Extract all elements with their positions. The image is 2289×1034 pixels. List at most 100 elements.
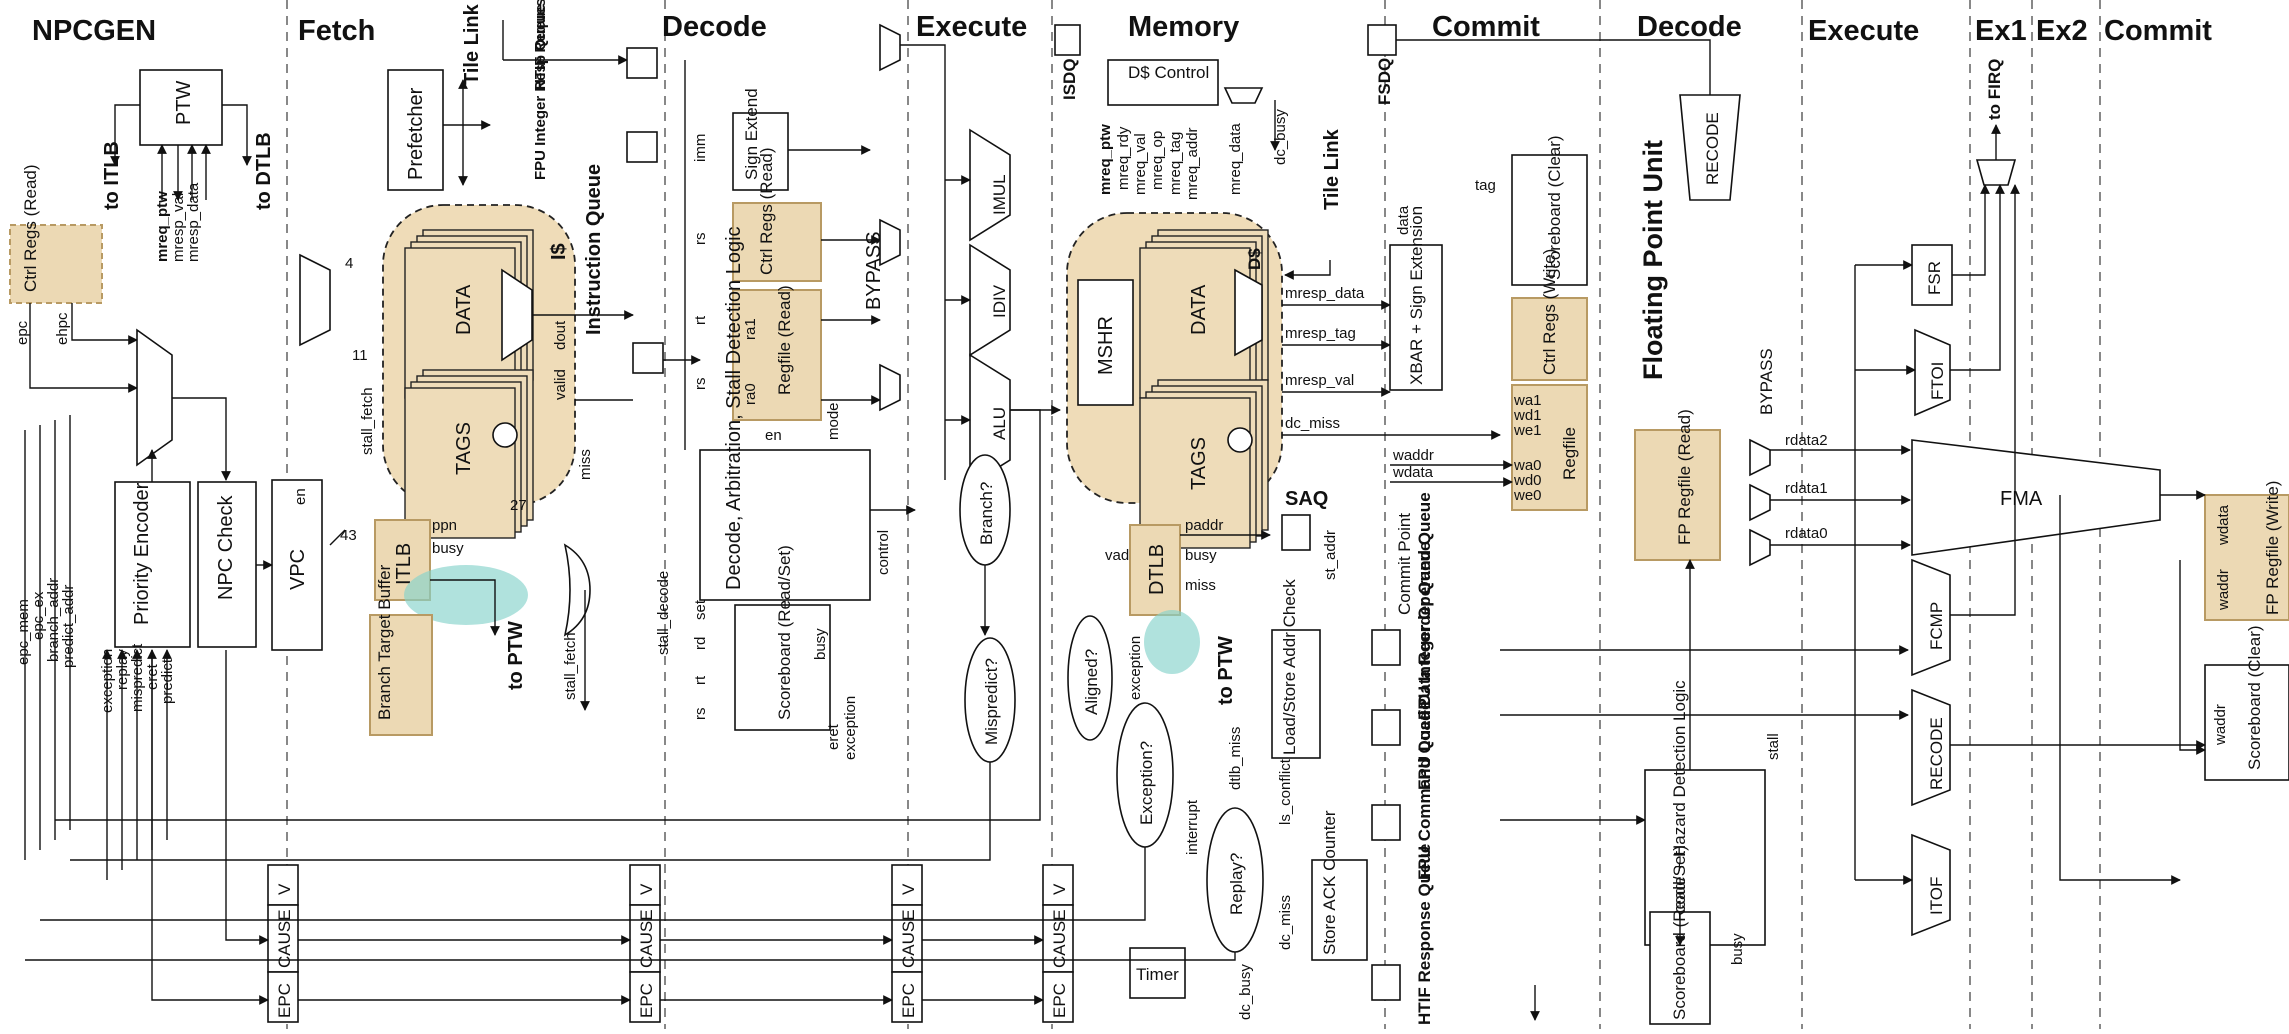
dcache-control-label: D$ Control <box>1128 63 1209 82</box>
set-label: set <box>692 599 709 620</box>
mresp-data-label: mresp_data <box>185 182 202 262</box>
dtlb-label: DTLB <box>1146 544 1168 595</box>
mispredict-q-label: Mispredict? <box>982 658 1001 745</box>
to-ptw-mem-label: to PTW <box>1215 636 1237 705</box>
stall-fetch-label: stall_fetch <box>359 387 376 455</box>
htif-response-box <box>1372 965 1400 1000</box>
fcmp-label: FCMP <box>1927 602 1946 650</box>
v-label-3: V <box>899 883 918 895</box>
store-ack-label: Store ACK Counter <box>1320 810 1339 955</box>
v-label-4: V <box>1050 883 1069 895</box>
fpu-int-operand-box <box>1372 630 1400 665</box>
mreq-ptw-label: mreq_ptw <box>154 191 171 262</box>
fp-regfile-write-label: FP Regfile (Write) <box>2263 481 2282 615</box>
fp-scoreboard-waddr-label: waddr <box>2212 704 2229 746</box>
waddr-label: waddr <box>1392 447 1434 464</box>
rs-label-3: rs <box>692 708 709 721</box>
fp-wdata-label: wdata <box>2215 504 2232 546</box>
fp-bypass-mux-1 <box>1750 440 1770 475</box>
predict-addr-label: predict_addr <box>60 585 77 668</box>
scoreboard-rs-label: Scoreboard (Read/Set) <box>775 545 794 720</box>
isdq-box <box>1055 25 1080 55</box>
vpc-label: VPC <box>287 549 309 590</box>
mode-label: mode <box>825 402 842 440</box>
fp-scoreboard-clear-label: Scoreboard (Clear) <box>2245 625 2264 770</box>
recode-top-label: RECODE <box>1703 112 1722 185</box>
cause-label-1: CAUSE <box>275 909 294 968</box>
miss-mem-label: miss <box>1185 577 1216 594</box>
npc-check-label: NPC Check <box>215 495 237 600</box>
ls-addr-check-label: Load/Store Addr Check <box>1280 579 1299 755</box>
mreq-data-label: mreq_data <box>1227 123 1244 195</box>
to-firq-label: to FIRQ <box>1985 59 2004 120</box>
fsdq-label: FSDQ <box>1375 58 1394 105</box>
icache-data-label: DATA <box>453 284 475 335</box>
instruction-queue-label: Instruction Queue <box>583 164 605 335</box>
rdata1-label: rdata1 <box>1785 480 1828 497</box>
floating-point-unit-label: Floating Point Unit <box>1638 140 1668 380</box>
mresp-val-mem-label: mresp_val <box>1285 372 1354 389</box>
stage-memory: Memory <box>1128 11 1239 43</box>
branch-q-label: Branch? <box>977 482 996 545</box>
fpu-load-data-box <box>1372 710 1400 745</box>
stage-ex1: Ex1 <box>1975 15 2027 47</box>
epc-cause-v-bar-3: V CAUSE EPC <box>892 865 922 1022</box>
we0-label: we0 <box>1513 487 1542 504</box>
icache-tags-label: TAGS <box>453 422 475 475</box>
prefetcher-label: Prefetcher <box>405 87 427 180</box>
en-decode-label: en <box>765 427 782 444</box>
or-gate <box>565 545 590 635</box>
priority-encoder-label: Priority Encoder <box>131 482 153 625</box>
imul-label: IMUL <box>990 174 1009 215</box>
fpu-int-resp-label: FPU Integer Resp Queue <box>532 4 549 180</box>
fsdq-box <box>1368 25 1396 55</box>
stall-fp-label: stall <box>1765 733 1782 760</box>
dcache-tags-label: TAGS <box>1188 437 1210 490</box>
interrupt-label: interrupt <box>1184 799 1201 855</box>
cause-label-3: CAUSE <box>899 909 918 968</box>
commit-point-label: Commit Point <box>1395 513 1414 615</box>
epc-label-3: EPC <box>899 983 918 1018</box>
htif-response-label: HTIF Response Queue <box>1415 844 1434 1025</box>
n27-label: 27 <box>510 497 527 514</box>
n43-label: 43 <box>340 527 357 544</box>
idiv-label: IDIV <box>990 284 1009 318</box>
isdq-label: ISDQ <box>1060 58 1079 100</box>
stall-decode-label: stall_decode <box>655 571 672 655</box>
fma-label: FMA <box>2000 488 2043 510</box>
stage-fp-execute: Execute <box>1808 15 1919 47</box>
busy-fp-label: busy <box>1729 933 1746 965</box>
fpu-queue-box <box>627 132 657 162</box>
saq-label: SAQ <box>1285 488 1328 510</box>
fp-bypass-mux-3 <box>1750 530 1770 565</box>
epc-label: epc <box>14 320 31 345</box>
epc-cause-v-bar-2: V CAUSE EPC <box>630 865 660 1022</box>
dcache-mux <box>1235 270 1262 355</box>
v-label-1: V <box>275 883 294 895</box>
n11-label: 11 <box>352 347 368 364</box>
mreq-tag-label: mreq_tag <box>1167 132 1184 195</box>
htif-queue-box <box>627 48 657 78</box>
dc-busy-2-label: dc_busy <box>1237 964 1254 1020</box>
replay-q-label: Replay? <box>1227 853 1246 915</box>
miss-label: miss <box>577 449 594 480</box>
busy-mem-label: busy <box>1185 547 1217 564</box>
plus4-label: 4 <box>345 255 353 272</box>
rt-label-2: rt <box>692 675 709 685</box>
dcache-label: D$ <box>1245 248 1264 270</box>
dcache-data-label: DATA <box>1188 284 1210 335</box>
mem-mux <box>1225 88 1262 103</box>
rs-label-2: rs <box>692 378 709 391</box>
ctrl-regs-read-decode <box>733 203 821 281</box>
icache-compare <box>493 423 517 447</box>
mreq-ptw-mem-label: mreq_ptw <box>1097 124 1114 195</box>
epc-label-1: EPC <box>275 983 294 1018</box>
ppn-label: ppn <box>432 517 457 534</box>
paddr-label: paddr <box>1185 517 1223 534</box>
control-label: control <box>875 530 892 575</box>
mresp-tag-label: mresp_tag <box>1285 325 1356 342</box>
vpc-en-label: en <box>292 488 309 505</box>
exception-mem-label: exception <box>1127 636 1144 700</box>
exec-mux-1 <box>880 25 900 70</box>
stage-npcgen: NPCGEN <box>32 15 156 47</box>
